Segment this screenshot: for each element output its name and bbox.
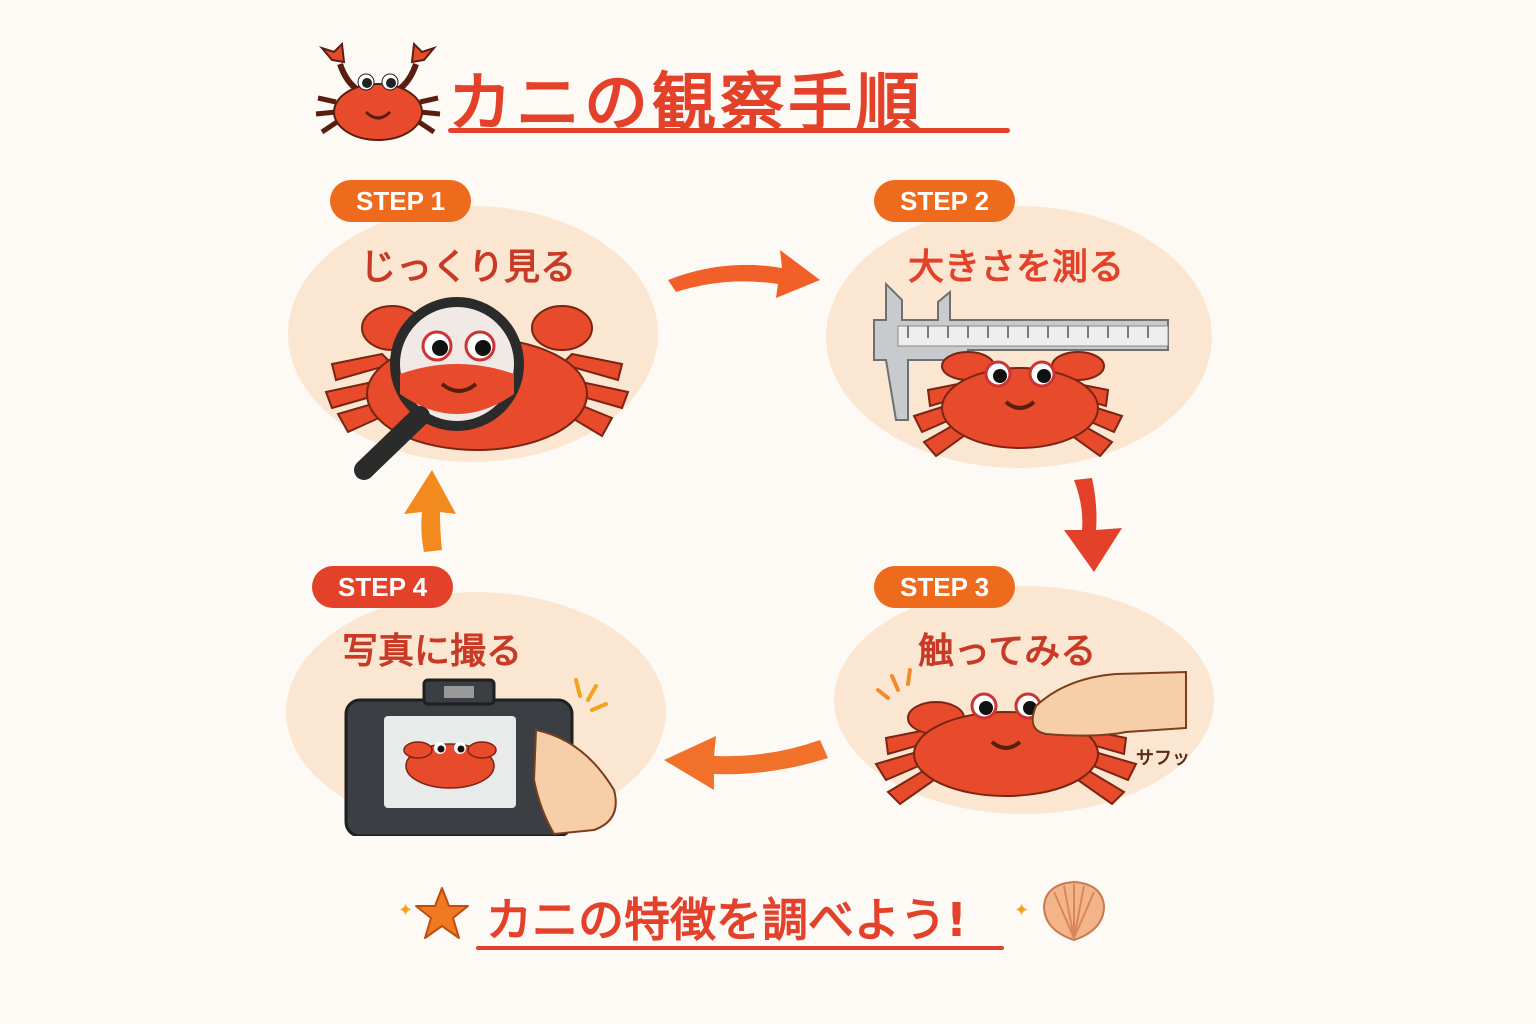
step-1-label: じっくり見る xyxy=(360,247,577,288)
sound-effect-text: サフッ xyxy=(1136,748,1190,769)
step-4-badge: STEP 4 xyxy=(312,566,454,608)
header-crab-icon xyxy=(312,40,444,146)
step-1-badge: STEP 1 xyxy=(330,180,472,222)
step-3-badge: STEP 3 xyxy=(874,566,1016,608)
step-3-label: 触ってみる xyxy=(918,631,1097,672)
camera-crab-icon xyxy=(344,670,626,838)
footer-message: カニの特徴を調べよう! xyxy=(486,893,967,947)
caliper-crab-icon xyxy=(868,280,1184,470)
hand-touching-crab-icon xyxy=(866,668,1196,808)
arrow-right-icon xyxy=(664,246,824,306)
title-underline xyxy=(448,128,1010,133)
arrow-down-icon xyxy=(1058,476,1128,576)
step-4-label: 写真に撮る xyxy=(342,622,522,674)
magnifying-glass-crab-icon xyxy=(312,284,642,484)
sparkle-left-icon: ✦ xyxy=(398,900,414,921)
shell-icon xyxy=(1040,878,1108,946)
step-2-badge: STEP 2 xyxy=(874,180,1016,222)
step-2-label: 大きさを測る xyxy=(908,247,1125,288)
arrow-up-icon xyxy=(400,466,460,556)
starfish-icon xyxy=(414,886,470,942)
footer-underline xyxy=(476,946,1004,950)
sparkle-right-icon: ✦ xyxy=(1014,900,1030,921)
step-4-label-text: 写真に撮る xyxy=(342,631,523,672)
arrow-left-icon xyxy=(660,732,832,792)
